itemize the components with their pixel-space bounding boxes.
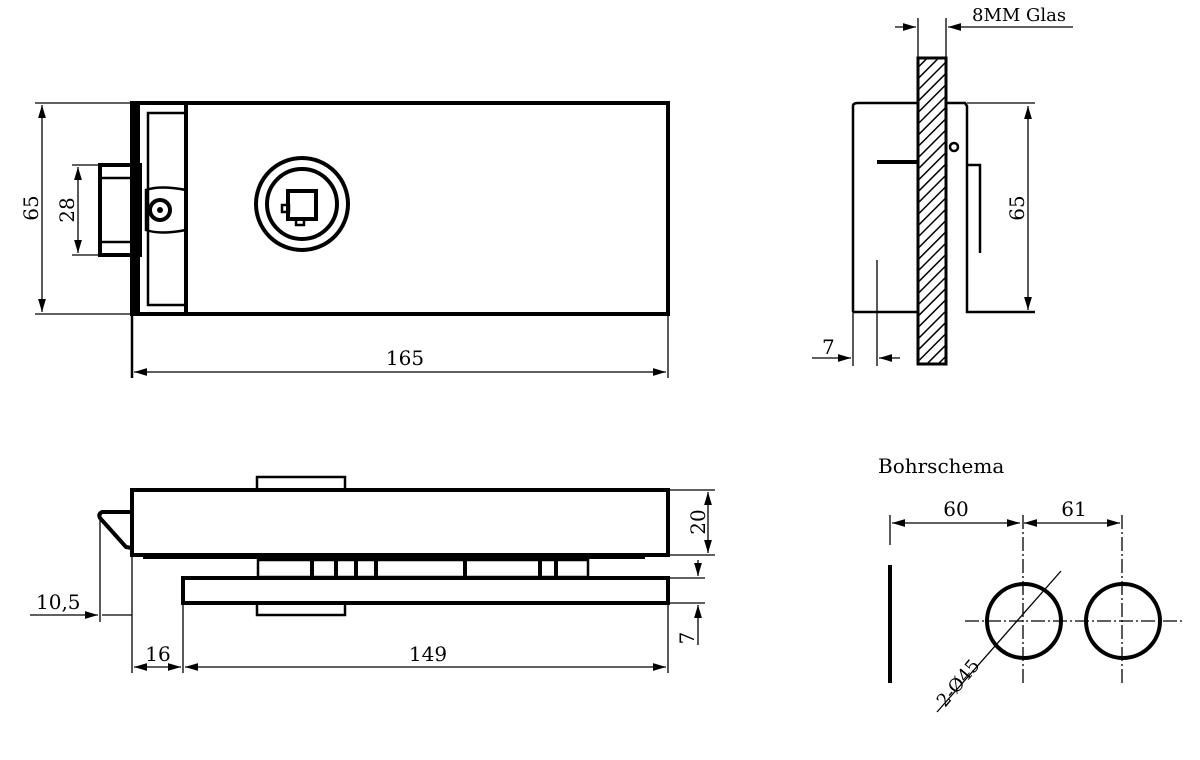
drilling-scheme: Bohrschema 60 61 2-Ø45 bbox=[878, 454, 1182, 713]
side-dim-offset: 7 bbox=[822, 335, 835, 359]
hole-1 bbox=[985, 582, 1063, 660]
dim-hinge-height: 28 bbox=[55, 197, 79, 222]
dim-edge-to-hole: 60 bbox=[943, 497, 968, 521]
pivot-icon bbox=[148, 198, 172, 222]
bottom-plate bbox=[181, 576, 670, 605]
lock-ring-outer bbox=[254, 156, 350, 252]
lock-square-icon bbox=[286, 189, 318, 221]
bottom-view: 20 7 10,5 16 149 bbox=[30, 475, 715, 673]
edge-strip bbox=[132, 103, 140, 314]
dim-height: 65 bbox=[19, 195, 43, 220]
drilling-title: Bohrschema bbox=[878, 454, 1004, 478]
dim-hole-spacing: 61 bbox=[1061, 497, 1086, 521]
dim-thickness: 20 bbox=[686, 509, 710, 534]
dim-latch: 10,5 bbox=[36, 590, 81, 614]
hole-diameter-label: 2-Ø45 bbox=[933, 655, 985, 711]
glass-label: 8MM Glas bbox=[972, 5, 1066, 26]
dim-offset: 16 bbox=[145, 642, 170, 666]
side-dim-height: 65 bbox=[1005, 195, 1029, 220]
body-profile bbox=[130, 488, 670, 557]
body-outline bbox=[130, 101, 670, 316]
lock-ring-inner bbox=[265, 167, 339, 241]
dim-length: 165 bbox=[386, 346, 424, 370]
side-view: 65 7 8MM Glas bbox=[812, 5, 1073, 366]
hole-2 bbox=[1084, 582, 1162, 660]
glass-section bbox=[916, 56, 948, 366]
pocket bbox=[146, 111, 188, 307]
dim-plate-length: 149 bbox=[409, 642, 447, 666]
hinge-block bbox=[98, 163, 142, 257]
top-view: 65 28 165 bbox=[19, 101, 670, 378]
latch bbox=[97, 510, 133, 550]
dim-plate: 7 bbox=[675, 632, 699, 645]
